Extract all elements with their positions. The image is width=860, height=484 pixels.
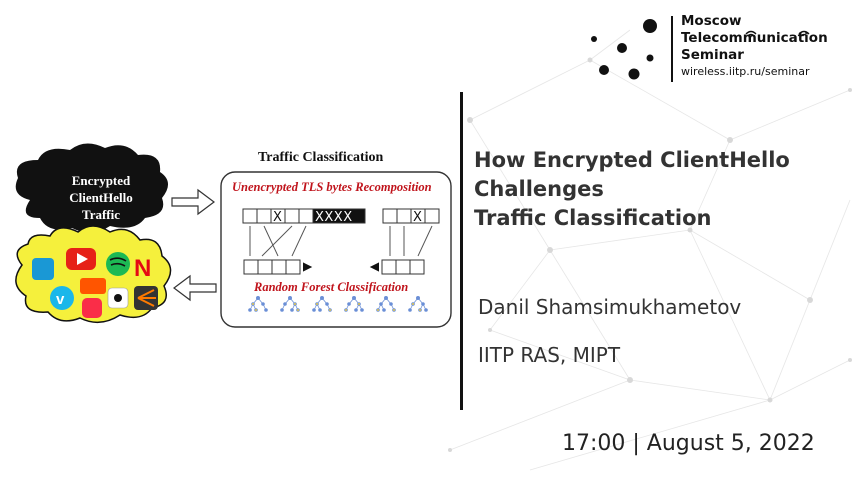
apple-music-icon	[82, 298, 102, 318]
seminar-url: wireless.iitp.ru/seminar	[681, 65, 810, 78]
seminar-logo	[591, 19, 657, 80]
soundcloud-icon	[80, 278, 106, 294]
wifi-icon	[745, 30, 757, 37]
masked-byte-mark: X	[273, 210, 282, 225]
cloud-line3: Traffic	[81, 207, 121, 222]
tls-recomposition-label: Unencrypted TLS bytes Recomposition	[232, 180, 432, 194]
vertical-divider	[460, 92, 463, 410]
cloud-line2: ClientHello	[69, 190, 133, 205]
random-forest-trees	[248, 295, 428, 312]
logo-separator	[671, 16, 673, 82]
org-line3: Seminar	[681, 47, 744, 63]
netflix-icon: N	[134, 255, 151, 282]
wifi-icon	[798, 30, 810, 37]
encrypted-traffic-cloud	[15, 143, 169, 233]
org-line2: Telecommunication	[681, 30, 828, 46]
talk-title: How Encrypted ClientHello Challenges Tra…	[474, 146, 854, 233]
arrow-left-icon	[369, 262, 379, 272]
masked-bytes-block: XXXX	[315, 210, 353, 225]
arrow-right-icon	[171, 188, 215, 216]
talk-datetime: 17:00 | August 5, 2022	[562, 431, 815, 456]
arrow-right-icon	[303, 262, 313, 272]
random-forest-label: Random Forest Classification	[254, 280, 409, 294]
cloud-line1: Encrypted	[71, 173, 131, 188]
vimeo-icon	[50, 286, 74, 310]
title-line3: Traffic Classification	[474, 206, 712, 230]
traffic-diagram: N v X XXXX X	[15, 143, 452, 328]
title-line1: How Encrypted ClientHello	[474, 148, 790, 172]
affiliation: IITP RAS, MIPT	[478, 343, 621, 367]
prime-video-icon	[32, 258, 54, 280]
background-network	[448, 29, 852, 471]
cloud-label: Encrypted ClientHello Traffic	[46, 172, 156, 223]
svg-text:v: v	[56, 291, 65, 308]
masked-byte-mark: X	[413, 210, 422, 225]
panel-title: Traffic Classification	[258, 150, 384, 165]
author-name: Danil Shamsimukhametov	[478, 295, 742, 319]
classification-panel	[220, 171, 452, 328]
org-line1: Moscow	[681, 13, 742, 29]
seminar-name: Moscow Telecommunication Seminar wireles…	[681, 13, 828, 80]
title-line2: Challenges	[474, 177, 604, 201]
arrow-left-icon	[173, 274, 217, 302]
